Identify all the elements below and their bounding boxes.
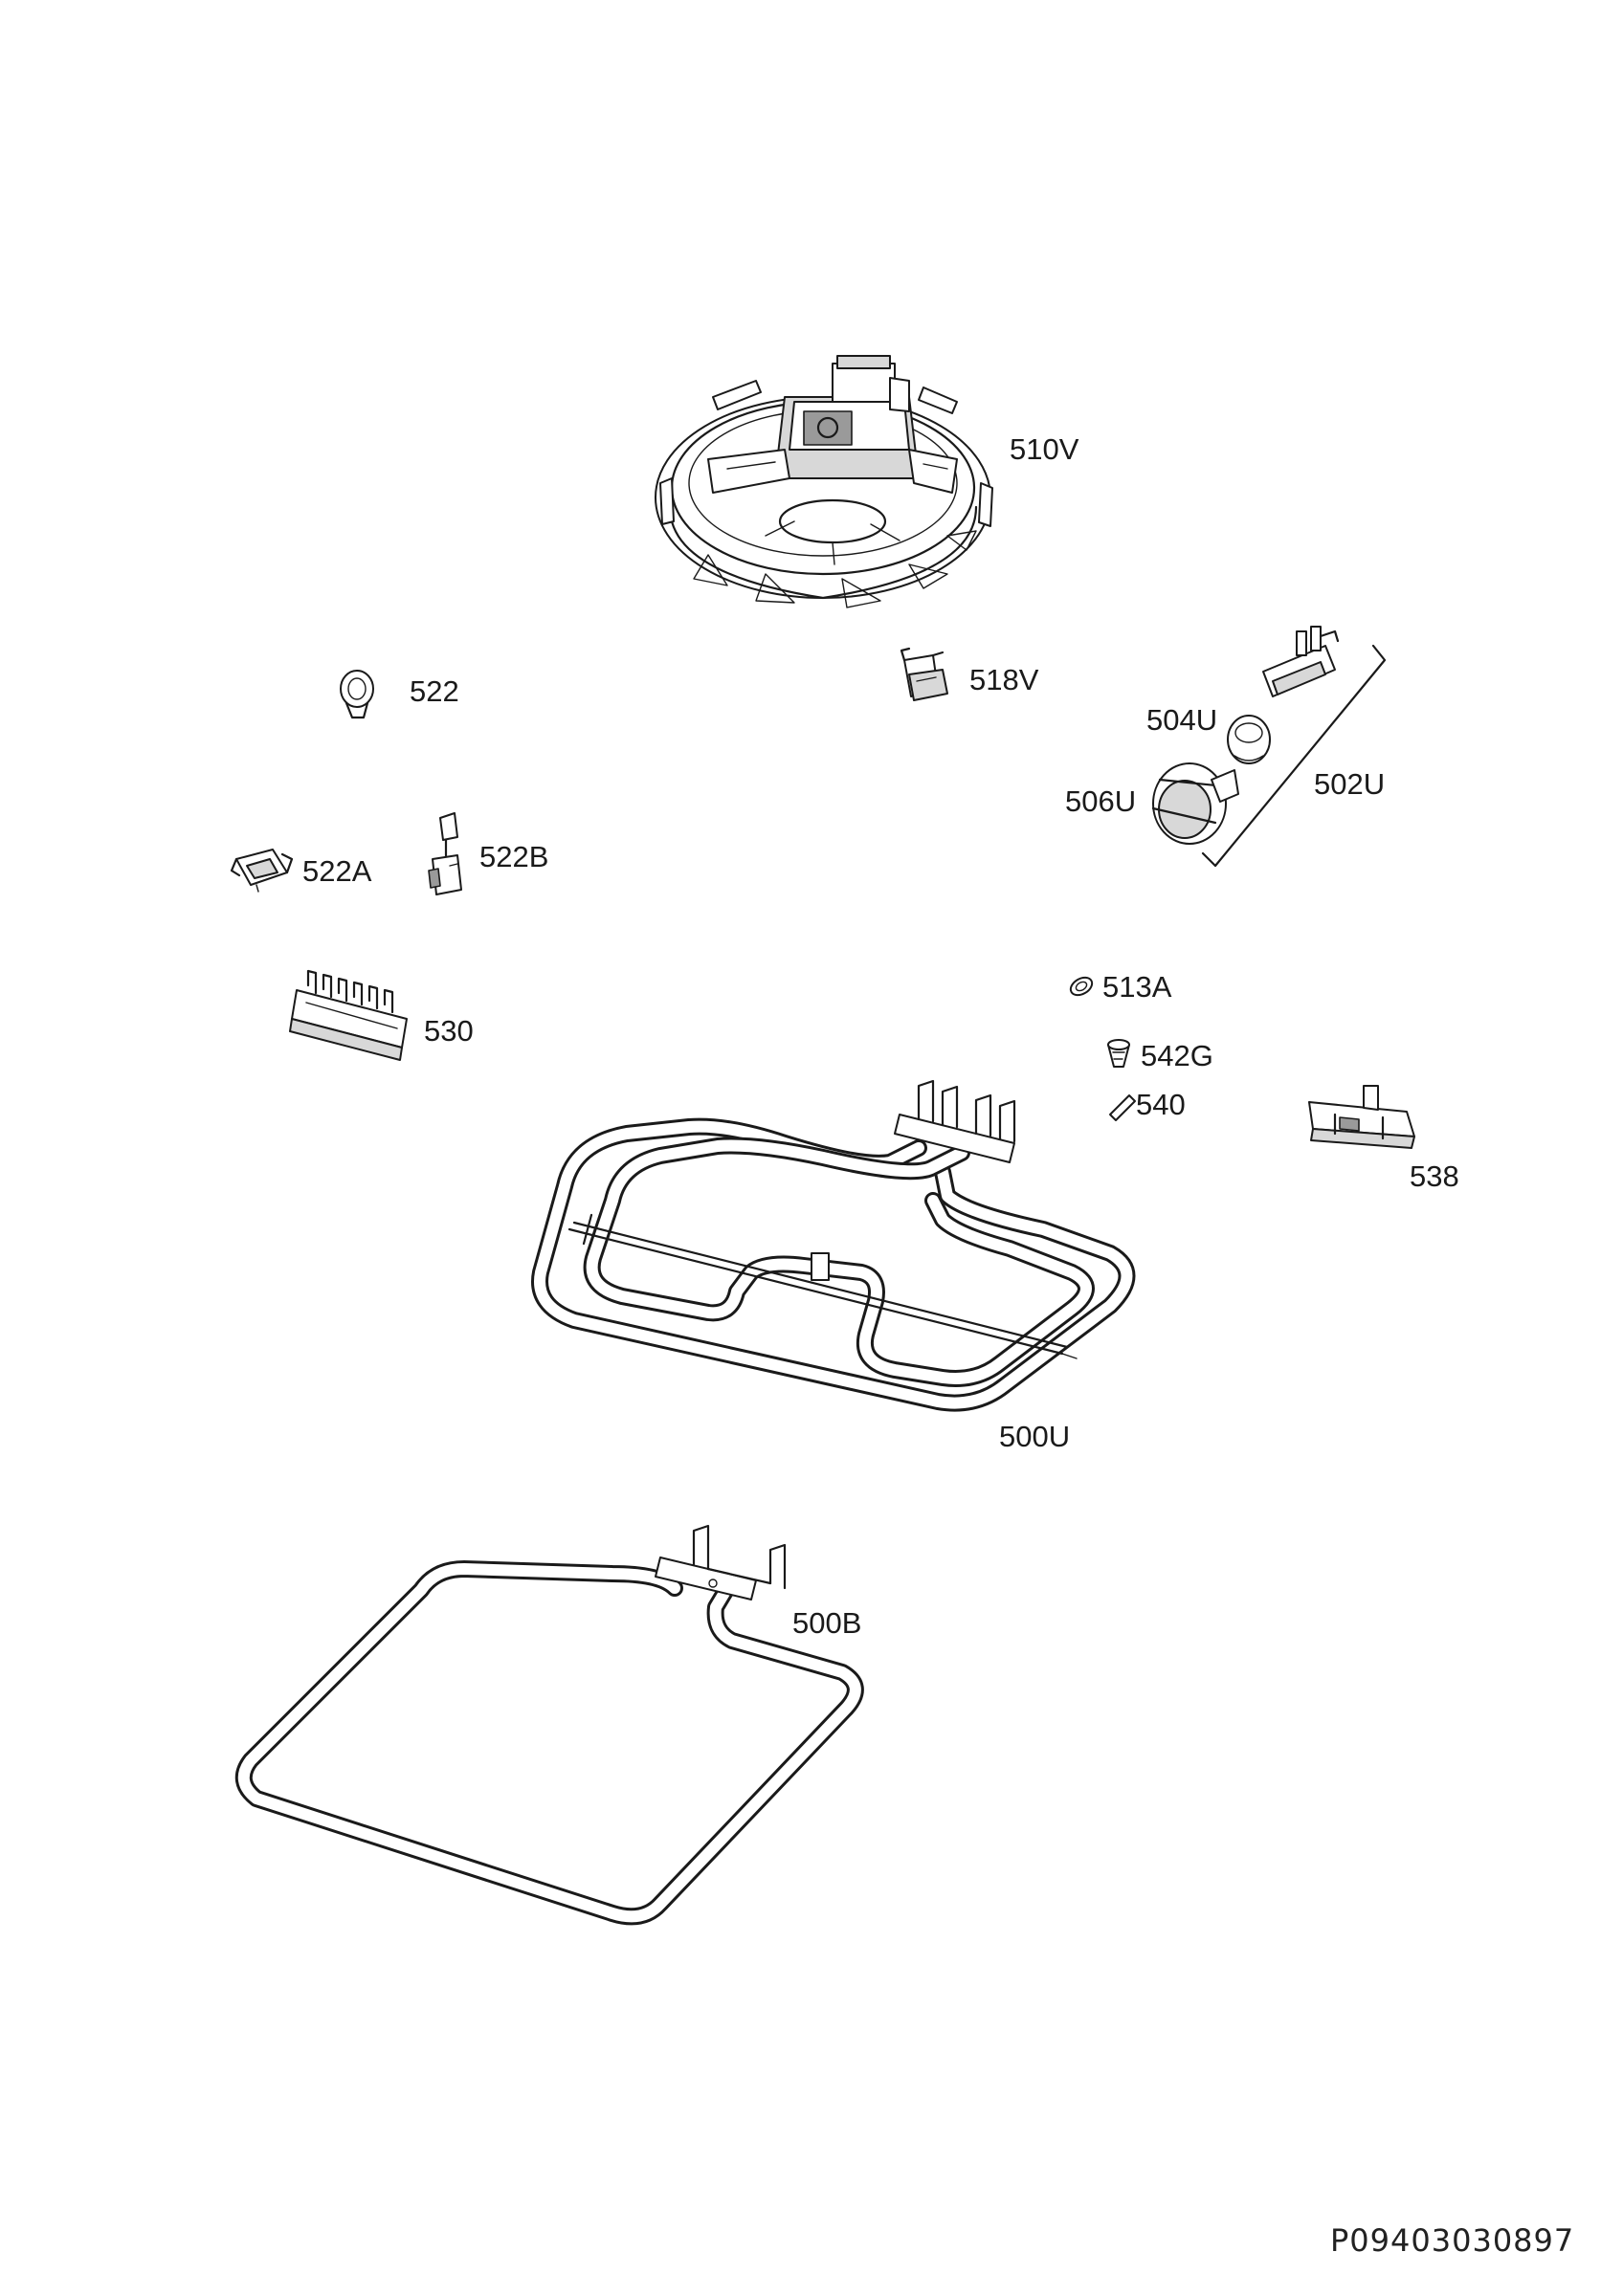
label-522A: 522A xyxy=(302,854,372,888)
label-513A: 513A xyxy=(1102,970,1172,1004)
part-530-terminal-block xyxy=(289,969,408,1061)
label-510V: 510V xyxy=(1010,432,1079,466)
label-540: 540 xyxy=(1136,1088,1186,1121)
label-518V: 518V xyxy=(969,663,1039,696)
part-500U-upper-heating-element xyxy=(531,1079,1136,1412)
label-502U: 502U xyxy=(1314,767,1385,801)
label-522: 522 xyxy=(410,674,459,708)
label-506U: 506U xyxy=(1065,784,1136,818)
label-538: 538 xyxy=(1410,1159,1459,1193)
label-500U: 500U xyxy=(999,1420,1070,1453)
part-513A-insulator xyxy=(1069,976,1094,997)
part-502U-lamp-assembly xyxy=(1151,626,1387,868)
part-518V-bracket xyxy=(900,647,948,701)
part-542G-grommet xyxy=(1107,1039,1130,1068)
part-522-clip xyxy=(340,670,374,719)
label-500B: 500B xyxy=(792,1606,861,1640)
label-530: 530 xyxy=(424,1014,474,1048)
part-510V-fan-motor xyxy=(655,355,993,608)
label-522B: 522B xyxy=(479,840,548,873)
part-522B-clip xyxy=(428,812,462,895)
part-522A-bracket xyxy=(230,849,294,893)
document-code: P09403030897 xyxy=(1330,2222,1574,2259)
part-538-bracket xyxy=(1308,1085,1415,1149)
label-542G: 542G xyxy=(1141,1039,1213,1072)
part-500B-lower-heating-element xyxy=(234,1524,864,1926)
label-504U: 504U xyxy=(1146,703,1217,737)
part-540-pin xyxy=(1109,1094,1136,1121)
